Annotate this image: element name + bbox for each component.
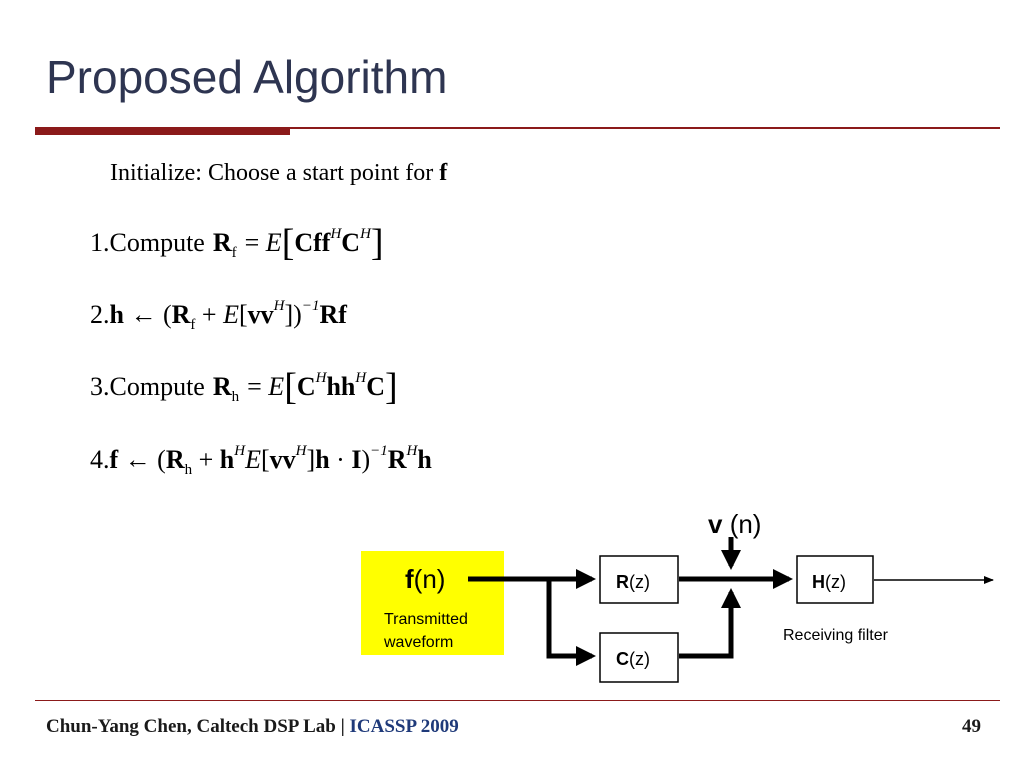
initialize-text: Initialize: Choose a start point for f [110, 160, 447, 187]
footer-text: Chun-Yang Chen, Caltech DSP Lab | ICASSP… [46, 716, 459, 738]
block-c-label: C(z) [616, 649, 650, 669]
input-to-c-arrow [546, 579, 596, 666]
step-4-number: 4. [90, 445, 110, 474]
step-4-equation: 4.f ← (Rh + hHE[vvH]h · I)−1RHh [90, 443, 432, 478]
block-h-rest: (z) [825, 572, 846, 592]
step-2-number: 2. [90, 300, 110, 329]
footer-rule [35, 700, 1000, 701]
footer-author: Chun-Yang Chen, Caltech DSP Lab [46, 716, 336, 737]
block-h-label: H(z) [812, 572, 846, 592]
input-label: f(n) [405, 564, 445, 594]
block-r [599, 555, 679, 604]
block-h-bold: H [812, 572, 825, 592]
input-highlight-box [361, 551, 504, 655]
noise-label-bold: v [708, 509, 723, 539]
step-1-number: 1. [90, 228, 110, 257]
block-r-rest: (z) [629, 572, 650, 592]
step-3-word: Compute [109, 372, 205, 401]
title-rule [35, 127, 1000, 129]
block-c-bold: C [616, 649, 629, 669]
block-h [796, 555, 874, 604]
receiver-caption: Receiving filter [783, 627, 889, 644]
footer-separator: | [335, 716, 350, 737]
input-label-bold: f [405, 564, 414, 594]
title-rule-accent [35, 128, 290, 135]
slide-title: Proposed Algorithm [46, 51, 448, 103]
c-to-sum-arrow [679, 588, 741, 659]
block-c-rest: (z) [629, 649, 650, 669]
input-label-rest: (n) [414, 564, 446, 594]
initialize-label: Initialize: Choose a start point for [110, 160, 440, 186]
input-caption-line2: waveform [383, 634, 453, 651]
page-number: 49 [962, 716, 981, 737]
block-c [599, 632, 679, 683]
input-caption-line1: Transmitted [384, 611, 468, 628]
step-2-equation: 2.h ← (Rf + E[vvH])−1Rf [90, 298, 347, 333]
block-r-label: R(z) [616, 572, 650, 592]
footer-conference: ICASSP 2009 [349, 716, 459, 737]
noise-label: v (n) [708, 509, 761, 539]
step-1-word: Compute [109, 228, 205, 257]
initialize-var: f [439, 160, 448, 186]
step-3-number: 3. [90, 372, 110, 401]
block-r-bold: R [616, 572, 629, 592]
noise-label-rest: (n) [722, 509, 761, 539]
